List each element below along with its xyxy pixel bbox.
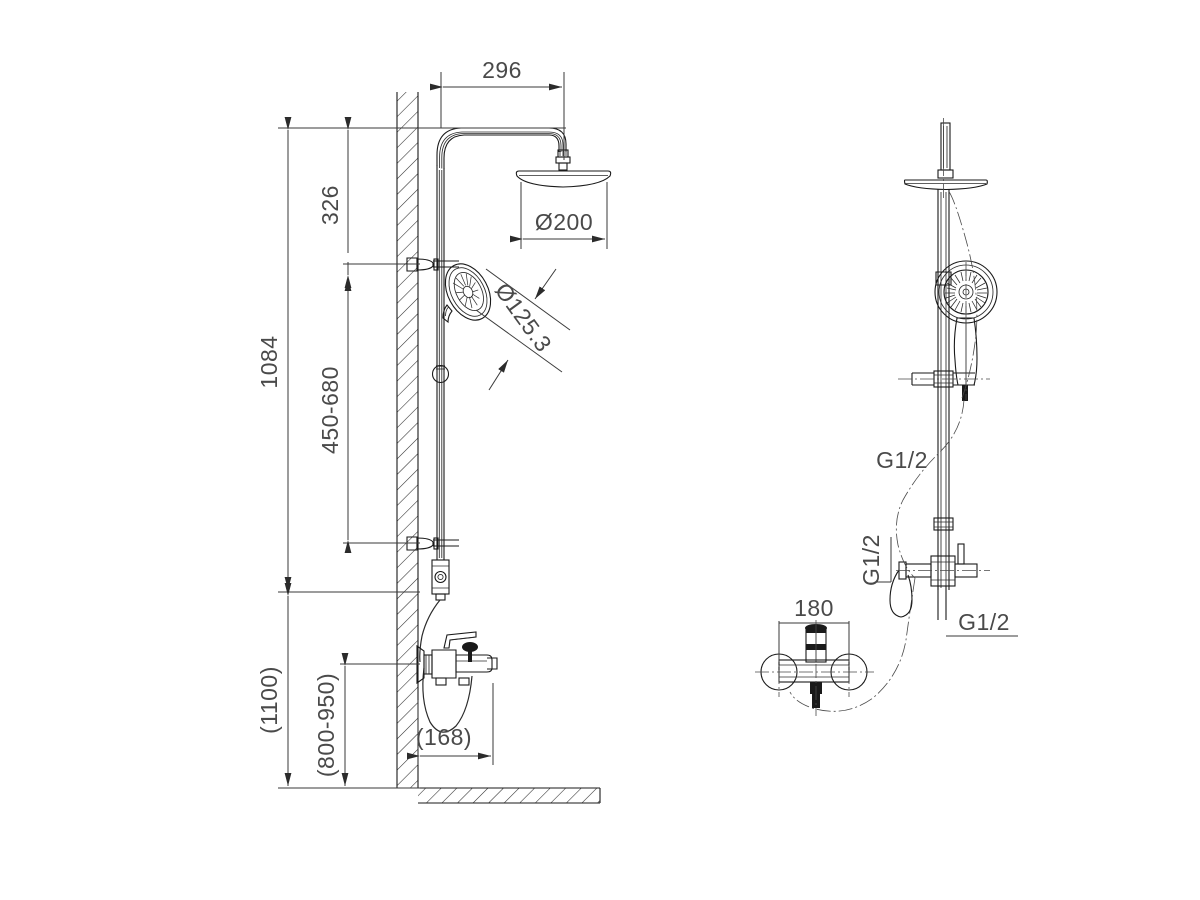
floor-hatch [418, 788, 600, 803]
bath-mixer-front-view [755, 620, 874, 716]
dimensions-front-view: G1/2 G1/2 G1/2 180 [778, 447, 1018, 660]
overhead-shower-head [515, 149, 612, 188]
shower-hose-upper [419, 599, 441, 663]
lower-wall-bracket [406, 536, 459, 551]
front-hose-upper [895, 399, 965, 579]
callout-g12-lower: G1/2 [958, 609, 1010, 635]
diverter-body [431, 559, 450, 601]
dim-label-head-diameter: Ø200 [535, 209, 593, 235]
dim-label-296: 296 [482, 57, 522, 83]
upper-wall-bracket [406, 257, 459, 272]
dim-label-1084: 1084 [256, 335, 282, 388]
dim-mixer-height: (1100) [256, 583, 420, 789]
shower-hose-loop [422, 667, 473, 733]
dim-label-1100: (1100) [256, 666, 282, 734]
wall-and-floor [396, 92, 601, 804]
callout-g12-middle: G1/2 [858, 534, 884, 586]
dim-head-diameter: Ø200 [510, 182, 608, 249]
front-inlet-tee [898, 543, 978, 620]
shower-arm [436, 127, 567, 169]
dim-mixer-height-range: (800-950) [313, 653, 420, 786]
slider-ring [431, 364, 450, 384]
dim-spout-projection: (168) [407, 683, 494, 765]
dim-head-to-bracket: 326 [278, 117, 566, 288]
front-hose-loop [889, 569, 913, 618]
callout-g12-middle-group: G1/2 [858, 534, 892, 586]
callout-g12-upper: G1/2 [876, 447, 928, 473]
front-overhead-head [903, 179, 988, 191]
shower-column-side-view [406, 127, 612, 733]
callout-g12-lower-group: G1/2 [946, 609, 1018, 637]
dim-hand-shower-diameter: Ø125.3 [475, 268, 571, 391]
dim-overall-height: 1084 [256, 117, 420, 593]
dim-label-168: (168) [416, 724, 472, 750]
dim-mixer-width: 180 [778, 595, 850, 660]
front-shower-stem [937, 122, 954, 179]
dim-arm-projection: 296 [430, 57, 565, 160]
dim-label-800-950: (800-950) [313, 673, 339, 777]
dim-label-326: 326 [317, 185, 343, 225]
hand-shower [442, 263, 492, 324]
bath-mixer-side-view [416, 631, 498, 686]
riser-tube [436, 165, 445, 560]
front-hose-guide [947, 189, 978, 399]
shower-column-front-view [755, 118, 998, 716]
wall-hatch [397, 92, 418, 788]
dim-label-450-680: 450-680 [317, 366, 343, 454]
dim-label-hand-shower-diameter: Ø125.3 [490, 278, 557, 357]
front-hose-lower [789, 577, 916, 712]
front-riser-coupling [933, 517, 954, 531]
dim-bracket-travel: 450-680 [317, 278, 420, 553]
dim-label-180: 180 [794, 595, 834, 621]
